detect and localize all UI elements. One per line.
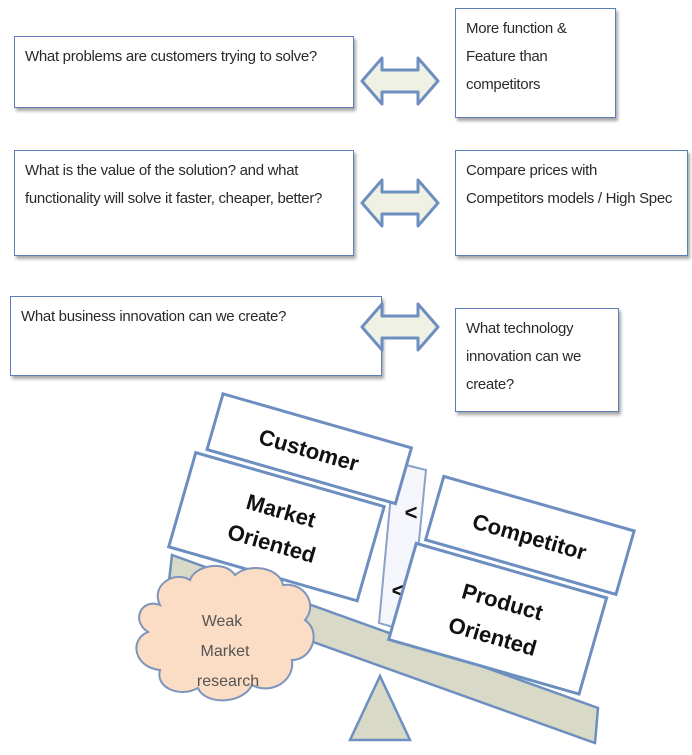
- question-box-solution-value: What is the value of the solution? and w…: [14, 150, 354, 256]
- competitor-box: [423, 474, 636, 597]
- double-arrow-icon: [360, 302, 440, 352]
- product-oriented-box: [386, 541, 609, 696]
- question-box-customer-problems: What problems are customers trying to so…: [14, 36, 354, 108]
- answer-box-technology-innovation: What technology innovation can we create…: [455, 308, 619, 412]
- double-arrow-icon: [360, 56, 440, 106]
- answer-box-compare-prices: Compare prices with Competitors models /…: [455, 150, 688, 256]
- question-text: What business innovation can we create?: [21, 308, 287, 325]
- answer-text: What technology innovation can we create…: [466, 320, 581, 393]
- question-text: What problems are customers trying to so…: [25, 48, 317, 65]
- cloud-text-line3: research: [197, 673, 259, 690]
- answer-text: More function & Feature than competitors: [466, 20, 567, 93]
- comparator-top: <: [405, 500, 418, 525]
- answer-text: Compare prices with Competitors models /…: [466, 162, 673, 207]
- weak-market-research-cloud: [135, 564, 315, 702]
- question-box-business-innovation: What business innovation can we create?: [10, 296, 382, 376]
- question-text: What is the value of the solution? and w…: [25, 162, 323, 207]
- cloud-text-line1: Weak: [202, 613, 244, 630]
- customer-box: [205, 391, 414, 506]
- fulcrum-triangle: [348, 673, 412, 742]
- double-arrow-icon: [360, 178, 440, 228]
- cloud-text-line2: Market: [201, 643, 250, 660]
- answer-box-more-features: More function & Feature than competitors: [455, 8, 616, 118]
